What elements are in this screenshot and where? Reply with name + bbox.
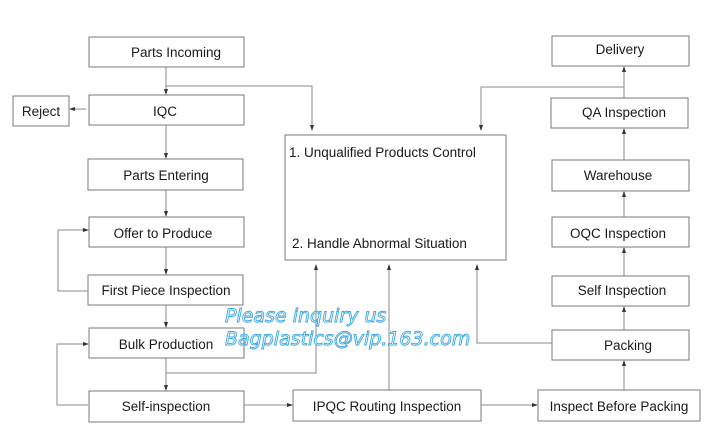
watermark: Please inquiry us Bagplastics@vip.163.co… [225, 305, 471, 351]
node-control-box: 1. Unqualified Products Control 2. Handl… [284, 134, 507, 261]
node-iqc: IQC [88, 94, 245, 126]
watermark-line-1: Please inquiry us [225, 305, 387, 327]
node-label: Inspect Before Packing [550, 399, 689, 414]
node-label: Warehouse [584, 168, 653, 183]
control-item-2: 2. Handle Abnormal Situation [292, 236, 467, 251]
arrow-self-loop [56, 342, 89, 406]
arrow-incoming-to-control [166, 85, 314, 131]
arrow-firstpiece-loop [57, 228, 89, 292]
node-label: Parts Incoming [131, 45, 221, 60]
node-bulk-production: Bulk Production [88, 327, 245, 359]
node-label: Reject [22, 104, 61, 119]
node-parts-incoming: Parts Incoming [88, 36, 245, 68]
arrow-qa-to-control [479, 86, 624, 131]
node-warehouse: Warehouse [551, 159, 690, 192]
watermark-line-2: Bagplastics@vip.163.com [225, 328, 470, 350]
node-qa-inspection: QA Inspection [550, 97, 689, 129]
connectors [56, 66, 626, 407]
node-reject: Reject [12, 95, 70, 127]
node-label: QA Inspection [582, 105, 666, 120]
node-parts-entering: Parts Entering [87, 158, 244, 191]
node-label: First Piece Inspection [101, 283, 230, 298]
node-delivery: Delivery [551, 35, 690, 67]
node-label: IQC [153, 104, 177, 119]
node-label: Offer to Produce [114, 226, 213, 241]
node-label: Delivery [596, 42, 645, 57]
control-item-1: 1. Unqualified Products Control [289, 145, 476, 160]
node-label: Self Inspection [578, 283, 667, 298]
node-packing: Packing [551, 329, 690, 361]
node-self-inspection-right: Self Inspection [551, 275, 690, 307]
node-offer-to-produce: Offer to Produce [88, 216, 245, 248]
node-inspect-before-packing: Inspect Before Packing [537, 389, 701, 422]
node-self-inspection: Self-inspection [88, 390, 245, 423]
arrow-packing-to-control [475, 264, 552, 344]
node-oqc-inspection: OQC Inspection [551, 216, 690, 248]
arrow-bulk-to-control [166, 264, 318, 374]
node-label: Parts Entering [123, 168, 209, 183]
node-label: Self-inspection [122, 399, 211, 414]
node-label: IPQC Routing Inspection [313, 399, 462, 414]
node-first-piece-inspection: First Piece Inspection [87, 274, 244, 306]
node-label: OQC Inspection [570, 226, 666, 241]
node-label: Packing [604, 338, 652, 353]
node-label: Bulk Production [119, 337, 214, 352]
node-ipqc-routing-inspection: IPQC Routing Inspection [292, 389, 482, 422]
